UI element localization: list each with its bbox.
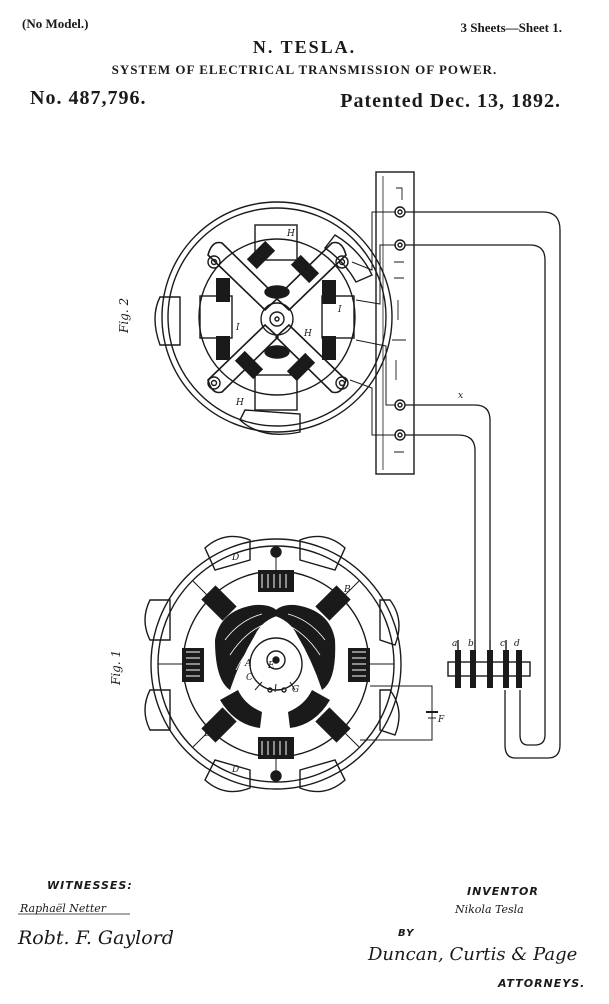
attorneys-signature: Duncan, Curtis & Page <box>367 944 577 965</box>
sheet-count: 3 Sheets—Sheet 1. <box>460 20 562 35</box>
ref-label: B <box>203 729 211 739</box>
ref-label: I <box>337 305 342 315</box>
inventor-signature: Nikola Tesla <box>454 903 524 916</box>
ref-label: D <box>231 553 239 563</box>
fig2-label: Fig. 2 <box>117 298 131 334</box>
witness-signature-2: Robt. F. Gaylord <box>17 927 174 949</box>
fig1-machine <box>144 535 402 793</box>
patent-title: SYSTEM OF ELECTRICAL TRANSMISSION OF POW… <box>111 62 498 77</box>
fig2-machine <box>154 201 393 435</box>
ref-label: x <box>458 391 463 401</box>
inventor-label: INVENTOR <box>467 885 539 898</box>
connector-block <box>447 640 531 688</box>
ref-label: d <box>514 639 520 649</box>
no-model-label: (No Model.) <box>22 16 89 31</box>
by-label: BY <box>398 928 415 939</box>
ref-label: G <box>292 685 299 695</box>
witnesses-label: WITNESSES: <box>47 879 133 892</box>
ref-label: a <box>452 639 457 649</box>
ref-label: D <box>231 765 239 775</box>
ref-label: I <box>235 323 240 333</box>
ref-label: A <box>244 659 252 669</box>
witness-signature-1: Raphaël Netter <box>19 902 107 915</box>
patent-date: Patented Dec. 13, 1892. <box>340 90 561 112</box>
patent-number: No. 487,796. <box>30 87 147 109</box>
ref-label: C <box>246 673 253 683</box>
ref-label: H <box>303 329 312 339</box>
battery-circuit <box>360 685 438 741</box>
line-conductors <box>405 211 561 759</box>
attorneys-label: ATTORNEYS. <box>498 977 586 990</box>
ref-label: B <box>343 585 351 595</box>
ref-label: H <box>235 398 244 408</box>
ref-label: c <box>500 639 505 649</box>
ref-label: H <box>286 229 295 239</box>
ref-label: F <box>437 715 445 725</box>
ref-label: E <box>267 661 275 671</box>
ref-label: b <box>468 639 474 649</box>
switch-board <box>349 171 415 475</box>
inventor-name: N. TESLA. <box>252 37 357 57</box>
fig1-label: Fig. 1 <box>109 650 123 686</box>
